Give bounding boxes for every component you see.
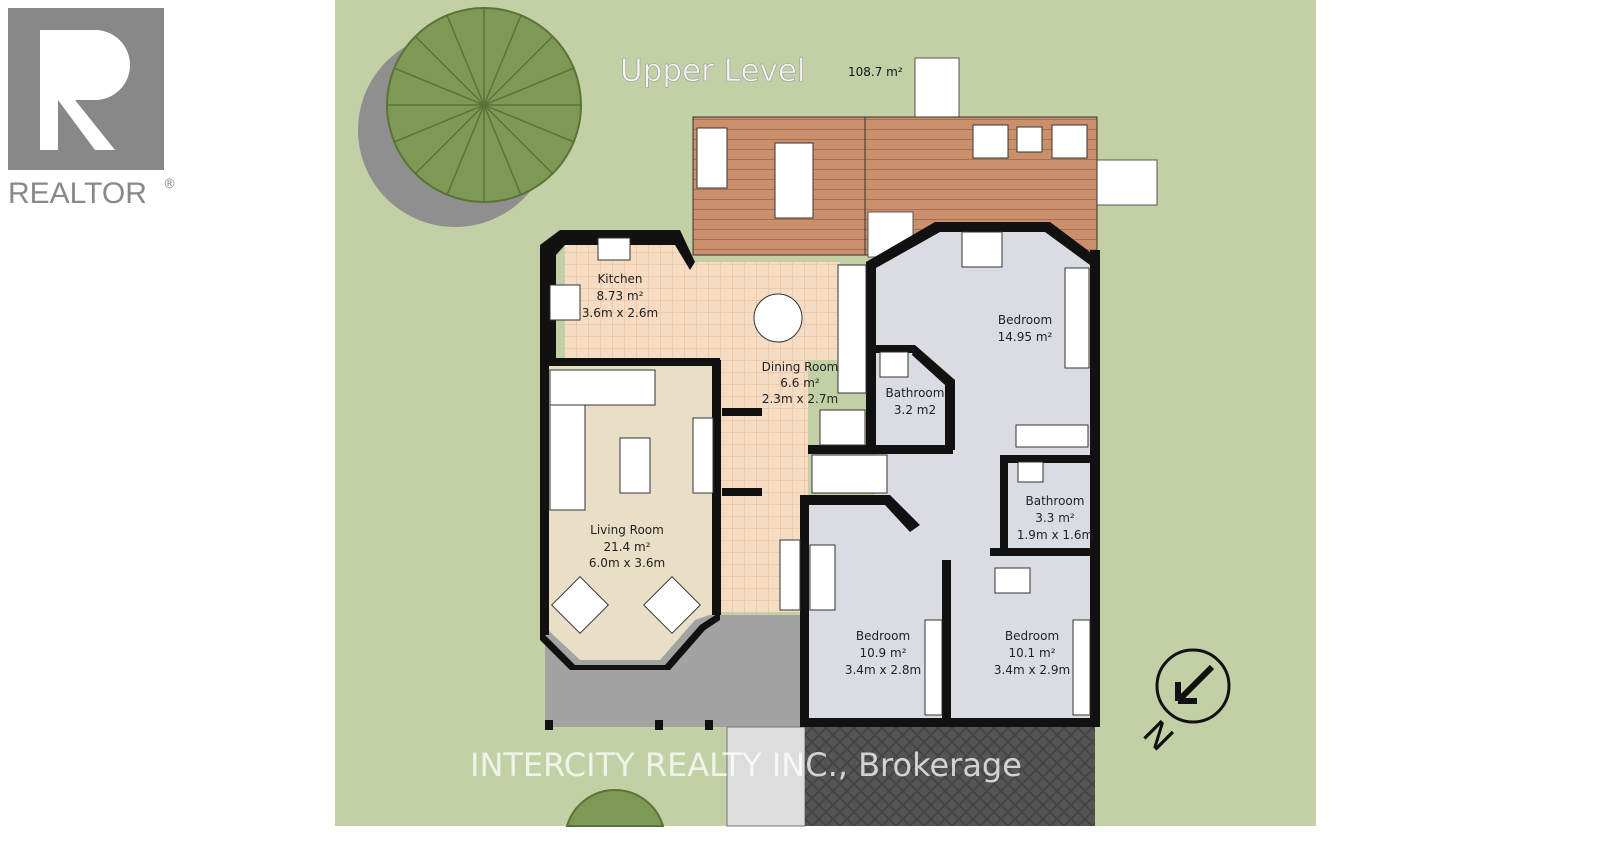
svg-text:3.4m x 2.9m: 3.4m x 2.9m xyxy=(994,663,1070,677)
realtor-logo: REALTOR ® xyxy=(8,8,176,210)
tree-icon xyxy=(358,7,582,227)
svg-text:10.1 m²: 10.1 m² xyxy=(1008,646,1055,660)
deck-table xyxy=(774,142,814,219)
svg-text:Bathroom: Bathroom xyxy=(1026,494,1085,508)
room-bathroom-2: Bathroom 3.3 m² 1.9m x 1.6m xyxy=(1017,494,1093,542)
svg-text:3.2 m2: 3.2 m2 xyxy=(894,403,936,417)
logo-registered-mark: ® xyxy=(163,177,176,192)
deck-bench xyxy=(696,127,728,189)
room-dining: Dining Room 6.6 m² 2.3m x 2.7m xyxy=(762,360,839,406)
deck-chair xyxy=(1051,124,1088,159)
total-area: 108.7 m² xyxy=(848,65,903,79)
svg-text:6.6 m²: 6.6 m² xyxy=(780,376,820,390)
room-kitchen: Kitchen 8.73 m² 3.6m x 2.6m xyxy=(582,272,658,320)
walls xyxy=(540,222,1100,730)
svg-text:6.0m x 3.6m: 6.0m x 3.6m xyxy=(589,556,665,570)
svg-text:3.4m x 2.8m: 3.4m x 2.8m xyxy=(845,663,921,677)
svg-text:1.9m x 1.6m: 1.9m x 1.6m xyxy=(1017,528,1093,542)
deck-table xyxy=(1016,126,1043,153)
svg-text:3.6m x 2.6m: 3.6m x 2.6m xyxy=(582,306,658,320)
room-bedroom-2: Bedroom 10.9 m² 3.4m x 2.8m xyxy=(845,629,921,677)
svg-text:Bedroom: Bedroom xyxy=(1005,629,1059,643)
svg-text:2.3m x 2.7m: 2.3m x 2.7m xyxy=(762,392,838,406)
svg-text:Bedroom: Bedroom xyxy=(998,313,1052,327)
exterior-stairs xyxy=(1096,159,1158,206)
svg-text:14.95 m²: 14.95 m² xyxy=(998,330,1053,344)
furniture xyxy=(549,231,1091,716)
tree-icon xyxy=(565,789,665,827)
svg-text:21.4 m²: 21.4 m² xyxy=(603,540,650,554)
room-bedroom-main: Bedroom 14.95 m² xyxy=(998,313,1053,344)
brokerage-watermark: INTERCITY REALTY INC., Brokerage xyxy=(470,746,1022,784)
room-living: Living Room 21.4 m² 6.0m x 3.6m xyxy=(589,523,665,570)
svg-text:Living Room: Living Room xyxy=(590,523,664,537)
room-bathroom-1: Bathroom 3.2 m2 xyxy=(886,386,945,417)
deck-chair xyxy=(972,124,1009,159)
svg-text:8.73 m²: 8.73 m² xyxy=(596,289,643,303)
svg-text:3.3 m²: 3.3 m² xyxy=(1035,511,1075,525)
svg-text:Bedroom: Bedroom xyxy=(856,629,910,643)
svg-text:10.9 m²: 10.9 m² xyxy=(859,646,906,660)
room-bedroom-3: Bedroom 10.1 m² 3.4m x 2.9m xyxy=(994,629,1070,677)
logo-text: REALTOR xyxy=(8,177,147,210)
exterior-stairs xyxy=(914,57,960,119)
svg-text:Kitchen: Kitchen xyxy=(597,272,642,286)
svg-text:Bathroom: Bathroom xyxy=(886,386,945,400)
driveway xyxy=(805,727,1095,826)
svg-text:Dining Room: Dining Room xyxy=(762,360,839,374)
level-title: Upper Level xyxy=(620,53,806,89)
